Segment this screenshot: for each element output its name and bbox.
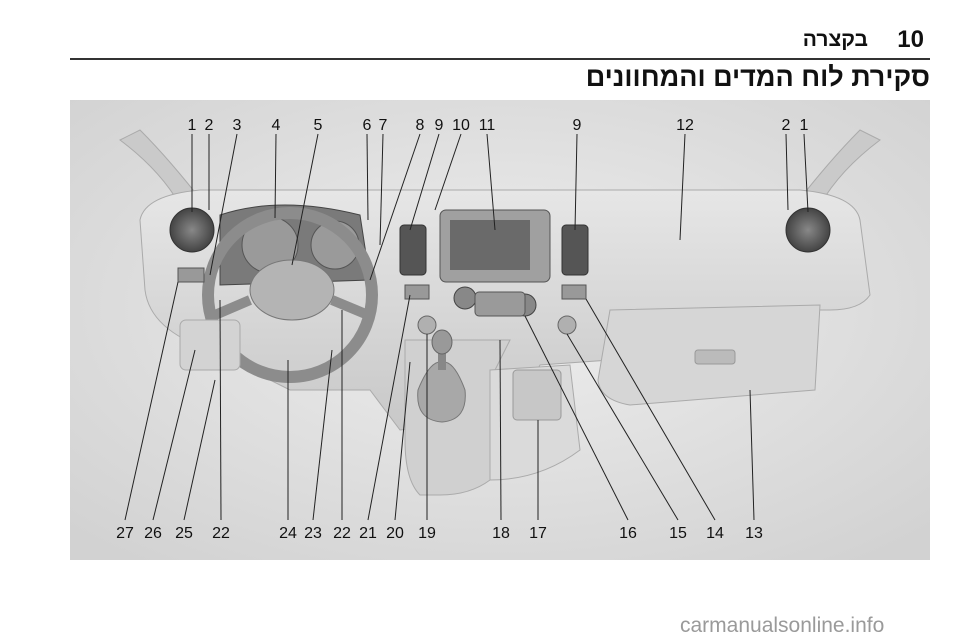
storage-tray (512, 369, 562, 421)
gear-boot (417, 361, 466, 423)
callout-top-1b: 1 (800, 117, 809, 134)
bottom-callouts: 27 26 25 22 24 23 22 21 20 19 18 17 16 1… (116, 525, 763, 542)
page-heading: סקירת לוח המדים והמחוונים (585, 62, 930, 92)
callout-top-6: 6 (363, 117, 372, 134)
climate-knob-left (453, 286, 477, 310)
callout-bottom-26: 26 (144, 525, 162, 542)
callout-bottom-17: 17 (529, 525, 547, 542)
lower-right-knob (557, 315, 577, 335)
callout-bottom-22: 22 (212, 525, 230, 542)
callout-bottom-16: 16 (619, 525, 637, 542)
gear-stick (438, 345, 446, 370)
callout-top-10: 10 (452, 117, 470, 134)
right-outer-vent (785, 207, 831, 253)
page-number: 10 (897, 26, 924, 53)
callout-bottom-14: 14 (706, 525, 724, 542)
callout-top-9b: 9 (573, 117, 582, 134)
steering-hub (249, 259, 335, 321)
callout-bottom-27: 27 (116, 525, 134, 542)
center-left-switches (404, 284, 430, 300)
callout-bottom-24: 24 (279, 525, 297, 542)
lower-left-knob (417, 315, 437, 335)
callout-top-7: 7 (379, 117, 388, 134)
left-outer-vent (169, 207, 215, 253)
infotainment-screen (450, 220, 530, 270)
callout-top-9: 9 (435, 117, 444, 134)
callout-bottom-20: 20 (386, 525, 404, 542)
callout-bottom-25: 25 (175, 525, 193, 542)
steering-spoke-left (213, 295, 252, 320)
page-header: בקצרה 10 (70, 26, 930, 56)
header-rule (70, 58, 930, 60)
left-center-vent (399, 224, 427, 276)
gear-knob (431, 329, 453, 355)
right-center-vent (561, 224, 589, 276)
callout-top-4: 4 (272, 117, 281, 134)
callout-bottom-19: 19 (418, 525, 436, 542)
steering-wheel (202, 207, 378, 383)
callout-top-5: 5 (314, 117, 323, 134)
climate-panel (474, 291, 526, 317)
callout-bottom-15: 15 (669, 525, 687, 542)
steering-spoke-right (330, 295, 370, 320)
watermark: carmanualsonline.info (680, 614, 885, 637)
callout-bottom-18: 18 (492, 525, 510, 542)
callout-top-11: 11 (479, 117, 496, 134)
callout-bottom-22b: 22 (333, 525, 351, 542)
callout-bottom-21: 21 (359, 525, 377, 542)
callout-bottom-13: 13 (745, 525, 763, 542)
callout-bottom-23: 23 (304, 525, 322, 542)
center-right-switches (561, 284, 587, 300)
section-title: בקצרה (802, 28, 868, 51)
callout-leaders (124, 133, 809, 521)
callout-top-3: 3 (233, 117, 242, 134)
callout-top-8: 8 (416, 117, 425, 134)
callout-top-2: 2 (205, 117, 214, 134)
dashboard-illustration: 1 2 3 4 5 6 7 8 9 10 11 9 12 2 1 27 26 2… (70, 100, 930, 560)
glovebox-handle (694, 349, 736, 365)
top-callouts: 1 2 3 4 5 6 7 8 9 10 11 9 12 2 1 (188, 117, 809, 134)
left-switch-cluster (177, 267, 205, 283)
callout-top-1: 1 (188, 117, 197, 134)
callout-top-2b: 2 (782, 117, 791, 134)
callout-top-12: 12 (676, 117, 694, 134)
knee-panel (179, 319, 241, 371)
